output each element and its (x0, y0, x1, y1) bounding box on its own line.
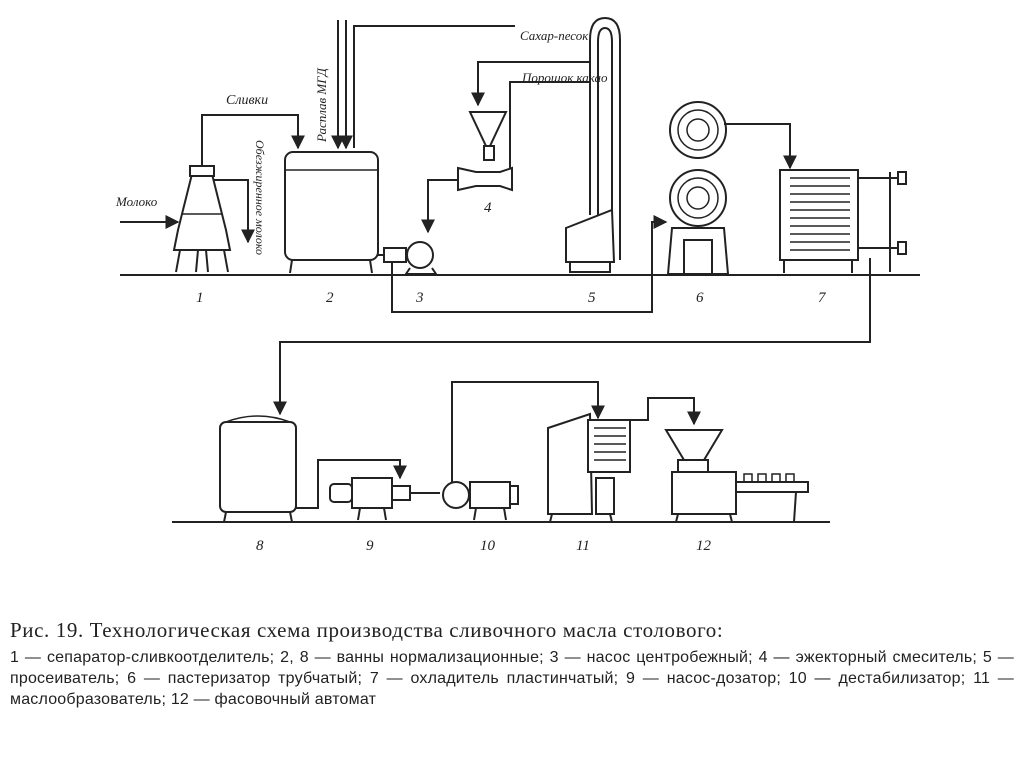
number-label-7: 7 (818, 290, 827, 306)
legend-item: 3 — насос центробежный; (549, 649, 753, 666)
milk-label: Молоко (115, 194, 158, 209)
tank-to-dosing-pump-line (296, 459, 407, 509)
butter-maker-11 (547, 412, 631, 523)
destabilizer-to-butter-maker-line (451, 381, 605, 482)
legend-item: 9 — насос-дозатор; (626, 670, 781, 687)
legend-item: 1 — сепаратор-сливкоотделитель; (10, 649, 275, 666)
cocoa-line-2 (498, 81, 590, 173)
legend-item: 6 — пастеризатор трубчатый; (127, 670, 363, 687)
sifter-5 (565, 16, 621, 273)
legend-item: 7 — охладитель пластинчатый; (369, 670, 619, 687)
sugar-label: Сахар-песок (520, 28, 589, 43)
cream-line (201, 114, 305, 166)
sugar-line (353, 25, 515, 148)
number-label-2: 2 (326, 290, 334, 306)
destabilizer-10 (442, 481, 519, 521)
mgd-melt-label: Расплав МГД (314, 67, 329, 143)
dosing-pump-9 (329, 477, 411, 521)
legend-item: 10 — дестабилизатор; (788, 670, 966, 687)
caption-title: Рис. 19. Технологическая схема производс… (10, 618, 724, 642)
caption-legend: 1 — сепаратор-сливкоотделитель; 2, 8 — в… (10, 647, 1014, 710)
number-label-11: 11 (576, 538, 590, 554)
number-label-8: 8 (256, 538, 264, 554)
cooler-to-tank-line (273, 258, 871, 416)
number-label-1: 1 (196, 290, 204, 306)
number-label-9: 9 (366, 538, 374, 554)
normalization-tank-2 (284, 151, 379, 274)
pasteurizer-to-cooler-line (724, 123, 797, 170)
legend-item: 11 — маслообразователь; (10, 670, 1014, 708)
legend-item: 12 — фасовочный автомат (170, 691, 377, 708)
mixer-to-pump-line (421, 179, 458, 234)
packing-machine-12 (664, 429, 809, 523)
number-label-5: 5 (588, 290, 596, 306)
number-label-12: 12 (696, 538, 712, 554)
legend-item: 2, 8 — ванны нормализационные; (280, 649, 544, 666)
number-label-4: 4 (484, 200, 492, 216)
separator-1 (172, 165, 232, 273)
centrifugal-pump-3 (383, 241, 438, 275)
legend-item: 4 — эжекторный смеситель; (758, 649, 978, 666)
figure-caption: Рис. 19. Технологическая схема производс… (10, 618, 1014, 710)
legend-item: 5 — просеиватель; (10, 649, 1014, 687)
pasteurizer-6 (666, 101, 730, 275)
cream-label: Сливки (226, 93, 268, 108)
number-label-10: 10 (480, 538, 496, 554)
number-label-6: 6 (696, 290, 704, 306)
number-label-3: 3 (415, 290, 424, 306)
process-flow-diagram: Молоко Сливки Обезжиренное молоко Распла… (115, 16, 920, 554)
ejector-mixer-4 (457, 111, 513, 192)
cocoa-line (471, 61, 590, 107)
normalization-tank-8 (219, 415, 297, 523)
skim-milk-line (214, 179, 255, 244)
butter-maker-to-packer-line (630, 397, 701, 426)
skim-milk-label: Обезжиренное молоко (253, 140, 267, 255)
plate-cooler-7 (779, 169, 907, 273)
pump-to-pasteurizer-line (391, 215, 668, 313)
cocoa-powder-label: Порошок какао (521, 70, 608, 85)
